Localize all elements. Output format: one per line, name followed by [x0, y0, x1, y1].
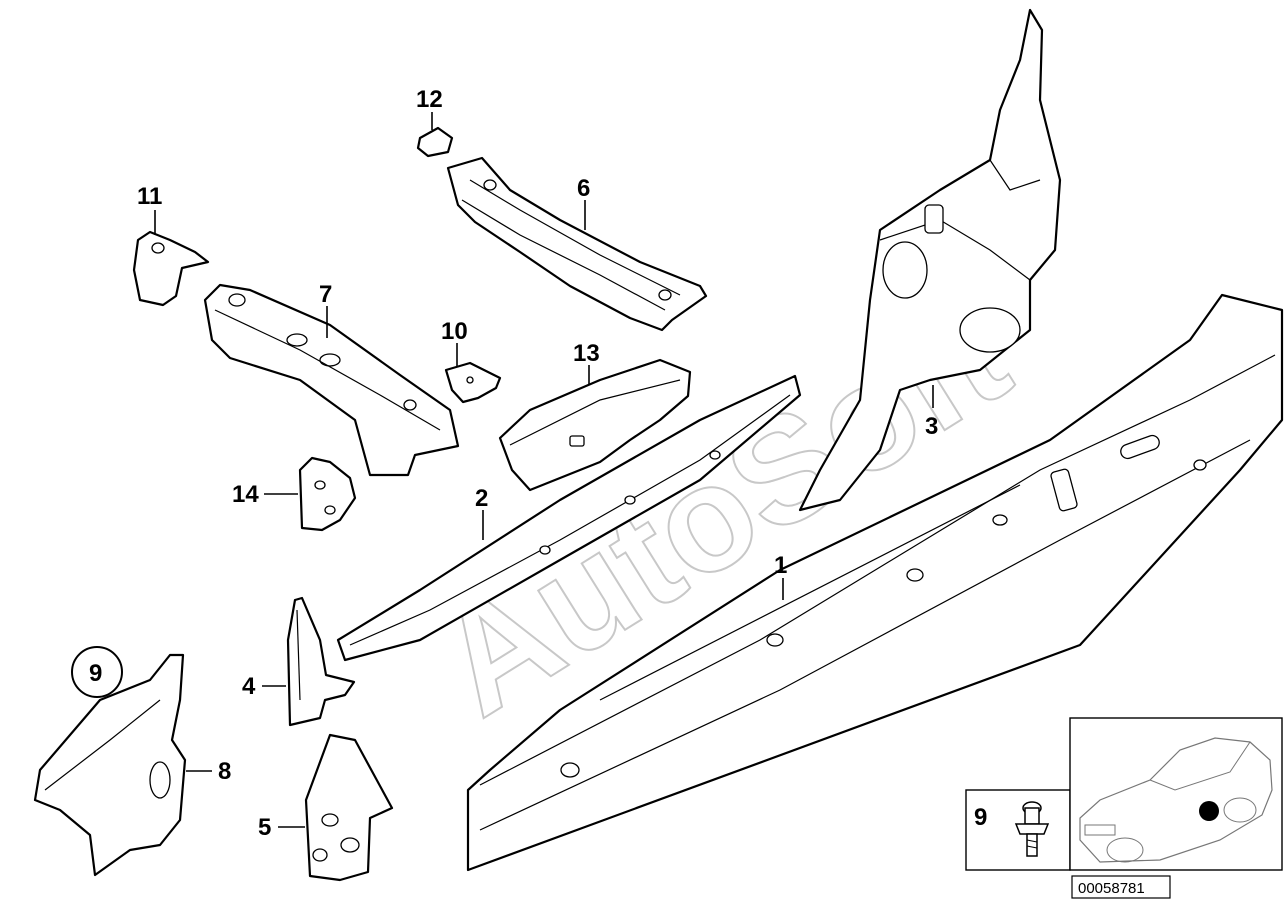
callout-7: 7	[319, 281, 332, 308]
callout-12: 12	[416, 86, 443, 113]
callout-9-circled: 9	[71, 646, 123, 698]
callout-5: 5	[258, 814, 271, 841]
callout-6: 6	[577, 175, 590, 202]
callout-1: 1	[774, 552, 787, 579]
part-13-bracket-assembly[interactable]	[498, 358, 692, 492]
callout-8: 8	[218, 758, 231, 785]
part-3-inner-pillar-panel[interactable]	[798, 8, 1062, 512]
part-14-plate[interactable]	[298, 456, 357, 532]
inset-part-9: 9	[965, 789, 1071, 871]
inset-label-9: 9	[974, 804, 987, 831]
document-number-box: 00058781	[1071, 875, 1171, 899]
callout-10: 10	[441, 318, 468, 345]
callout-11: 11	[137, 183, 162, 210]
svg-text:9: 9	[89, 660, 102, 687]
document-number: 00058781	[1078, 880, 1145, 897]
car-locator-inset	[1069, 717, 1283, 871]
location-marker-icon	[1199, 801, 1219, 821]
part-1-side-sill[interactable]	[466, 293, 1284, 872]
car-outline-icon	[1079, 737, 1273, 863]
part-8-front-pillar-lower[interactable]	[33, 653, 187, 877]
callout-13: 13	[573, 340, 600, 367]
part-4-bracket[interactable]	[286, 596, 356, 727]
callout-4: 4	[242, 673, 256, 700]
stud-icon	[1014, 801, 1050, 857]
part-11-bracket[interactable]	[132, 230, 210, 307]
part-6-cross-member[interactable]	[446, 156, 708, 332]
callout-3: 3	[925, 413, 938, 440]
part-2-sill-reinforcement[interactable]	[336, 374, 802, 662]
part-12-clip[interactable]	[416, 126, 454, 158]
part-5-corner-bracket[interactable]	[304, 733, 394, 882]
callout-14: 14	[232, 481, 259, 508]
callout-2: 2	[475, 485, 488, 512]
part-10-small-bracket[interactable]	[444, 361, 502, 404]
part-7-seat-cross-member[interactable]	[203, 283, 460, 477]
